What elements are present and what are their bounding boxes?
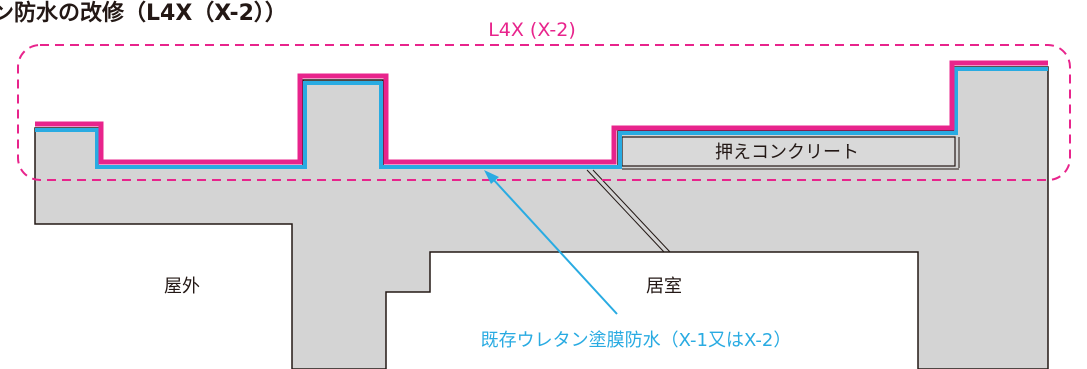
leader-line [491,177,618,315]
protective-concrete-slab [621,136,956,167]
concrete-structure [34,66,1049,369]
page-heading: ン防水の改修（L4X（X-2）） [0,0,287,26]
joint-line-a [586,169,665,253]
new-waterproofing-line [35,60,1048,165]
protective-concrete-label: 押えコンクリート [715,142,859,163]
region-label: L4X (X-2) [488,19,576,41]
joint-line-b [592,169,671,253]
leader-arrowhead [484,170,499,184]
outdoor-label: 屋外 [164,276,200,297]
living-room-label: 居室 [646,276,682,297]
existing-membrane-label: 既存ウレタン塗膜防水（X-1又はX-2） [481,329,792,351]
l4x-region-boundary [17,44,1071,181]
existing-membrane-line [35,67,1048,169]
